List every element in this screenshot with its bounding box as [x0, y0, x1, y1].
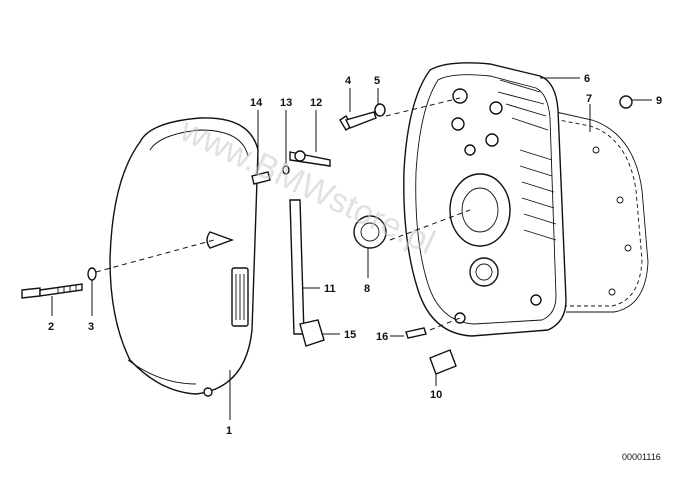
callout-10: 10 — [430, 389, 442, 401]
callout-15: 15 — [344, 329, 356, 341]
catalog-number: 00001116 — [622, 452, 661, 462]
gasket — [547, 111, 649, 313]
callout-7: 7 — [586, 93, 592, 105]
callout-5: 5 — [374, 75, 380, 87]
callout-labels: 1 2 3 4 5 6 7 8 9 10 11 12 13 14 15 16 — [48, 73, 662, 437]
callout-9: 9 — [656, 95, 662, 107]
callout-4: 4 — [345, 75, 352, 87]
callout-8: 8 — [364, 283, 370, 295]
callout-14: 14 — [250, 97, 263, 109]
callout-6: 6 — [584, 73, 590, 85]
callout-12: 12 — [310, 97, 322, 109]
small-parts — [21, 95, 633, 375]
callout-3: 3 — [88, 321, 94, 333]
timing-cover-housing — [403, 62, 567, 337]
callout-11: 11 — [324, 283, 336, 295]
callout-1: 1 — [226, 425, 232, 437]
callout-13: 13 — [280, 97, 292, 109]
front-cover — [109, 117, 259, 397]
leader-lines — [51, 77, 652, 420]
callout-16: 16 — [376, 331, 388, 343]
callout-2: 2 — [48, 321, 54, 333]
